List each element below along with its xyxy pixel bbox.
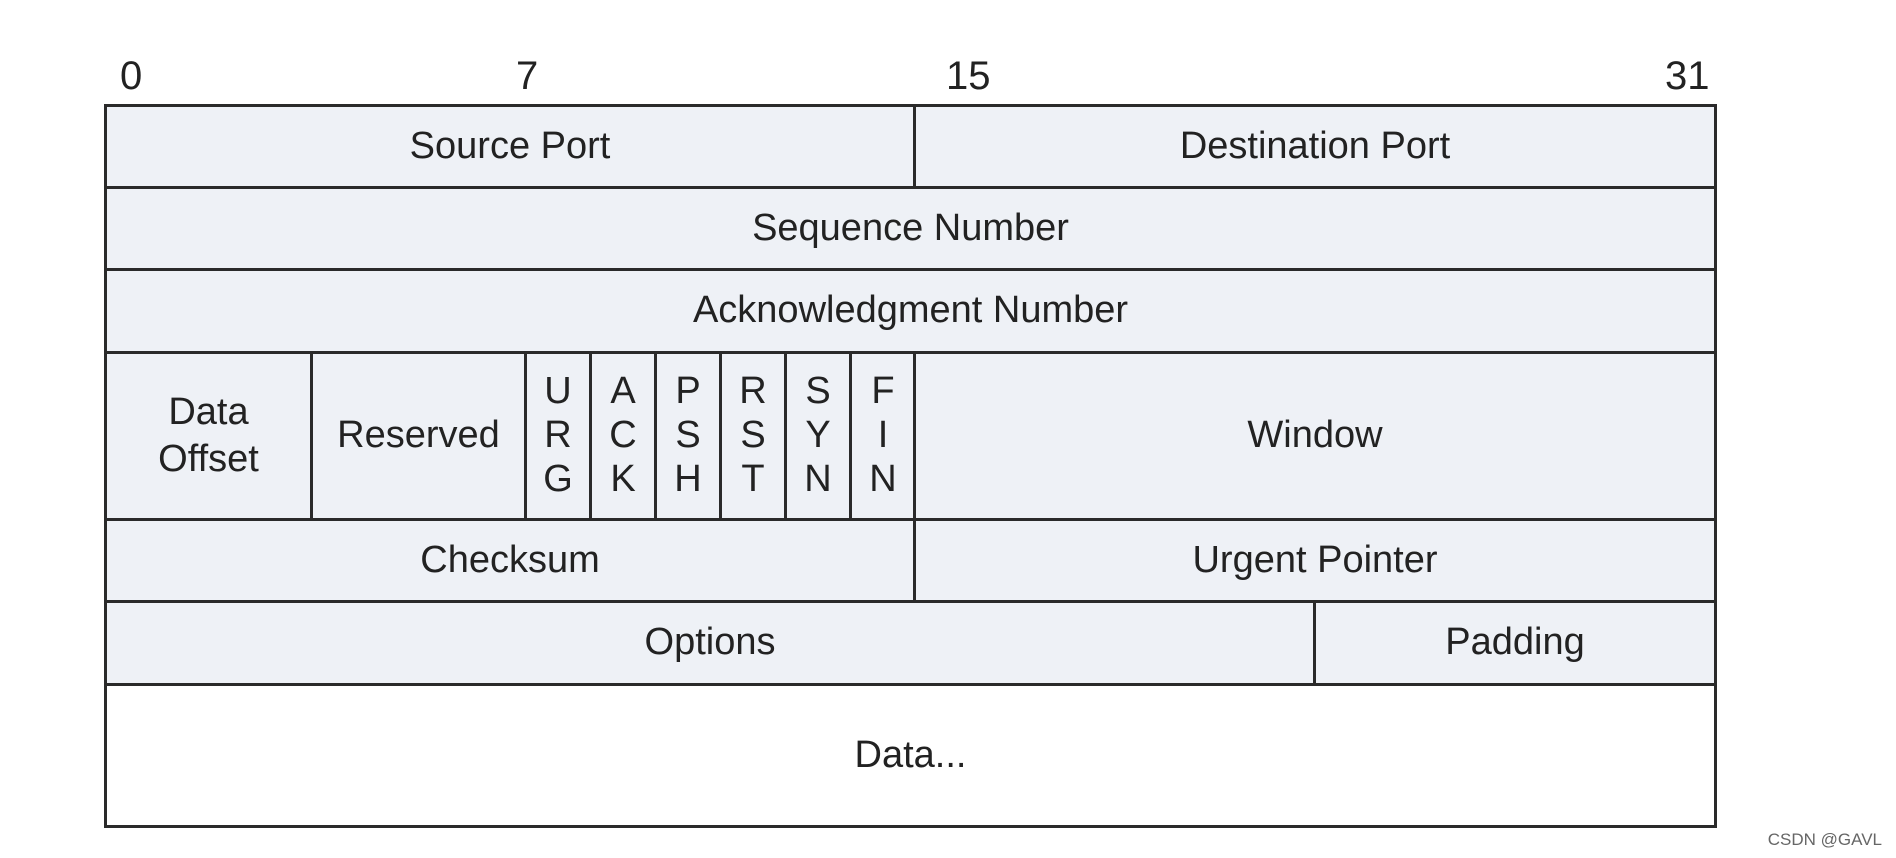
bit-marker-0: 0 <box>120 54 143 98</box>
flag-letter: G <box>543 457 573 500</box>
padding-field: Padding <box>1313 600 1717 686</box>
reserved-field: Reserved <box>310 351 527 521</box>
flag-letter: R <box>544 414 572 457</box>
flag-letter: C <box>609 414 637 457</box>
sequence-number-field: Sequence Number <box>104 186 1717 271</box>
flag-letter: F <box>871 370 895 413</box>
flag-letter: U <box>544 370 572 413</box>
checksum-field: Checksum <box>104 518 916 603</box>
data-offset-field: Data Offset <box>104 351 313 521</box>
bit-marker-7: 7 <box>516 54 539 98</box>
acknowledgment-number-field: Acknowledgment Number <box>104 268 1717 354</box>
flag-letter: A <box>610 370 636 413</box>
flag-letter: P <box>675 370 701 413</box>
flag-letter: T <box>741 457 765 500</box>
window-field: Window <box>913 351 1717 521</box>
flag-letter: R <box>739 370 767 413</box>
source-port-field: Source Port <box>104 104 916 189</box>
flag-letter: K <box>610 457 636 500</box>
options-field: Options <box>104 600 1316 686</box>
destination-port-field: Destination Port <box>913 104 1717 189</box>
watermark: CSDN @GAVL <box>1767 830 1882 849</box>
flag-letter: S <box>805 370 831 413</box>
data-field: Data... <box>104 683 1717 828</box>
flag-letter: I <box>877 414 889 457</box>
bit-marker-31: 31 <box>1665 54 1710 98</box>
flag-letter: N <box>869 457 897 500</box>
urgent-pointer-field: Urgent Pointer <box>913 518 1717 603</box>
flag-letter: Y <box>805 414 831 457</box>
bit-marker-15: 15 <box>946 54 991 98</box>
flag-letter: H <box>674 457 702 500</box>
flag-letter: S <box>675 414 701 457</box>
flag-letter: S <box>740 414 766 457</box>
flag-letter: N <box>804 457 832 500</box>
